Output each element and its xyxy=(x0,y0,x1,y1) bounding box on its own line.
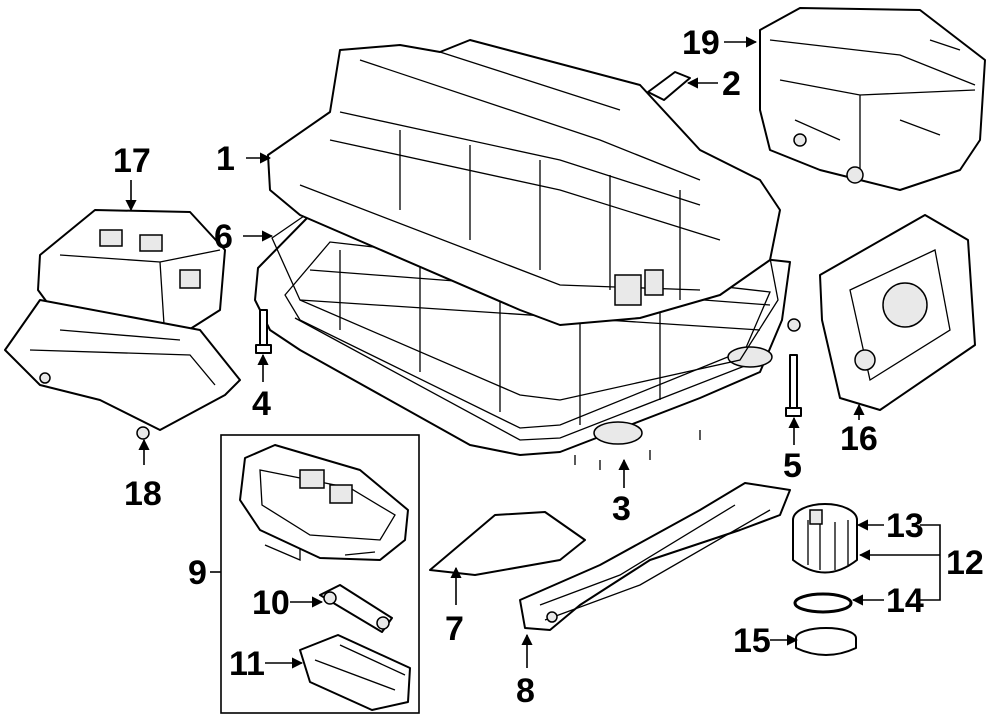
callout-14: 14 xyxy=(886,582,924,620)
shield-plate xyxy=(429,511,586,576)
callout-11: 11 xyxy=(229,645,265,683)
callout-6: 6 xyxy=(214,218,233,256)
fuse-block xyxy=(647,71,691,101)
callout-3: 3 xyxy=(612,490,631,528)
callout-15: 15 xyxy=(733,622,771,660)
callout-19: 19 xyxy=(682,24,720,62)
callout-10: 10 xyxy=(252,584,290,622)
callout-17: 17 xyxy=(113,142,151,180)
callout-1: 1 xyxy=(216,140,235,178)
callout-12: 12 xyxy=(946,544,984,582)
charger-bracket xyxy=(4,299,241,440)
kit-9-frame xyxy=(220,434,420,714)
disconnect-cover xyxy=(299,634,411,711)
callout-4: 4 xyxy=(252,385,271,423)
service-disconnect-housing xyxy=(239,444,409,561)
callout-18: 18 xyxy=(124,475,162,513)
bolt-5 xyxy=(785,318,802,417)
bus-bar xyxy=(319,584,393,633)
leader-lines xyxy=(125,36,941,669)
cap xyxy=(795,627,857,656)
callout-5: 5 xyxy=(783,447,802,485)
callout-7: 7 xyxy=(445,610,464,648)
callout-8: 8 xyxy=(516,672,535,710)
coolant-pump xyxy=(792,503,858,574)
callout-9: 9 xyxy=(188,554,207,592)
bolt-4 xyxy=(255,309,272,354)
battery-control-unit xyxy=(759,7,986,191)
cross-member xyxy=(519,482,791,631)
callout-2: 2 xyxy=(722,65,741,103)
callout-16: 16 xyxy=(840,420,878,458)
callout-13: 13 xyxy=(886,507,924,545)
battery-module-stack xyxy=(267,39,781,326)
o-ring xyxy=(793,592,853,614)
connector-panel xyxy=(819,214,976,411)
